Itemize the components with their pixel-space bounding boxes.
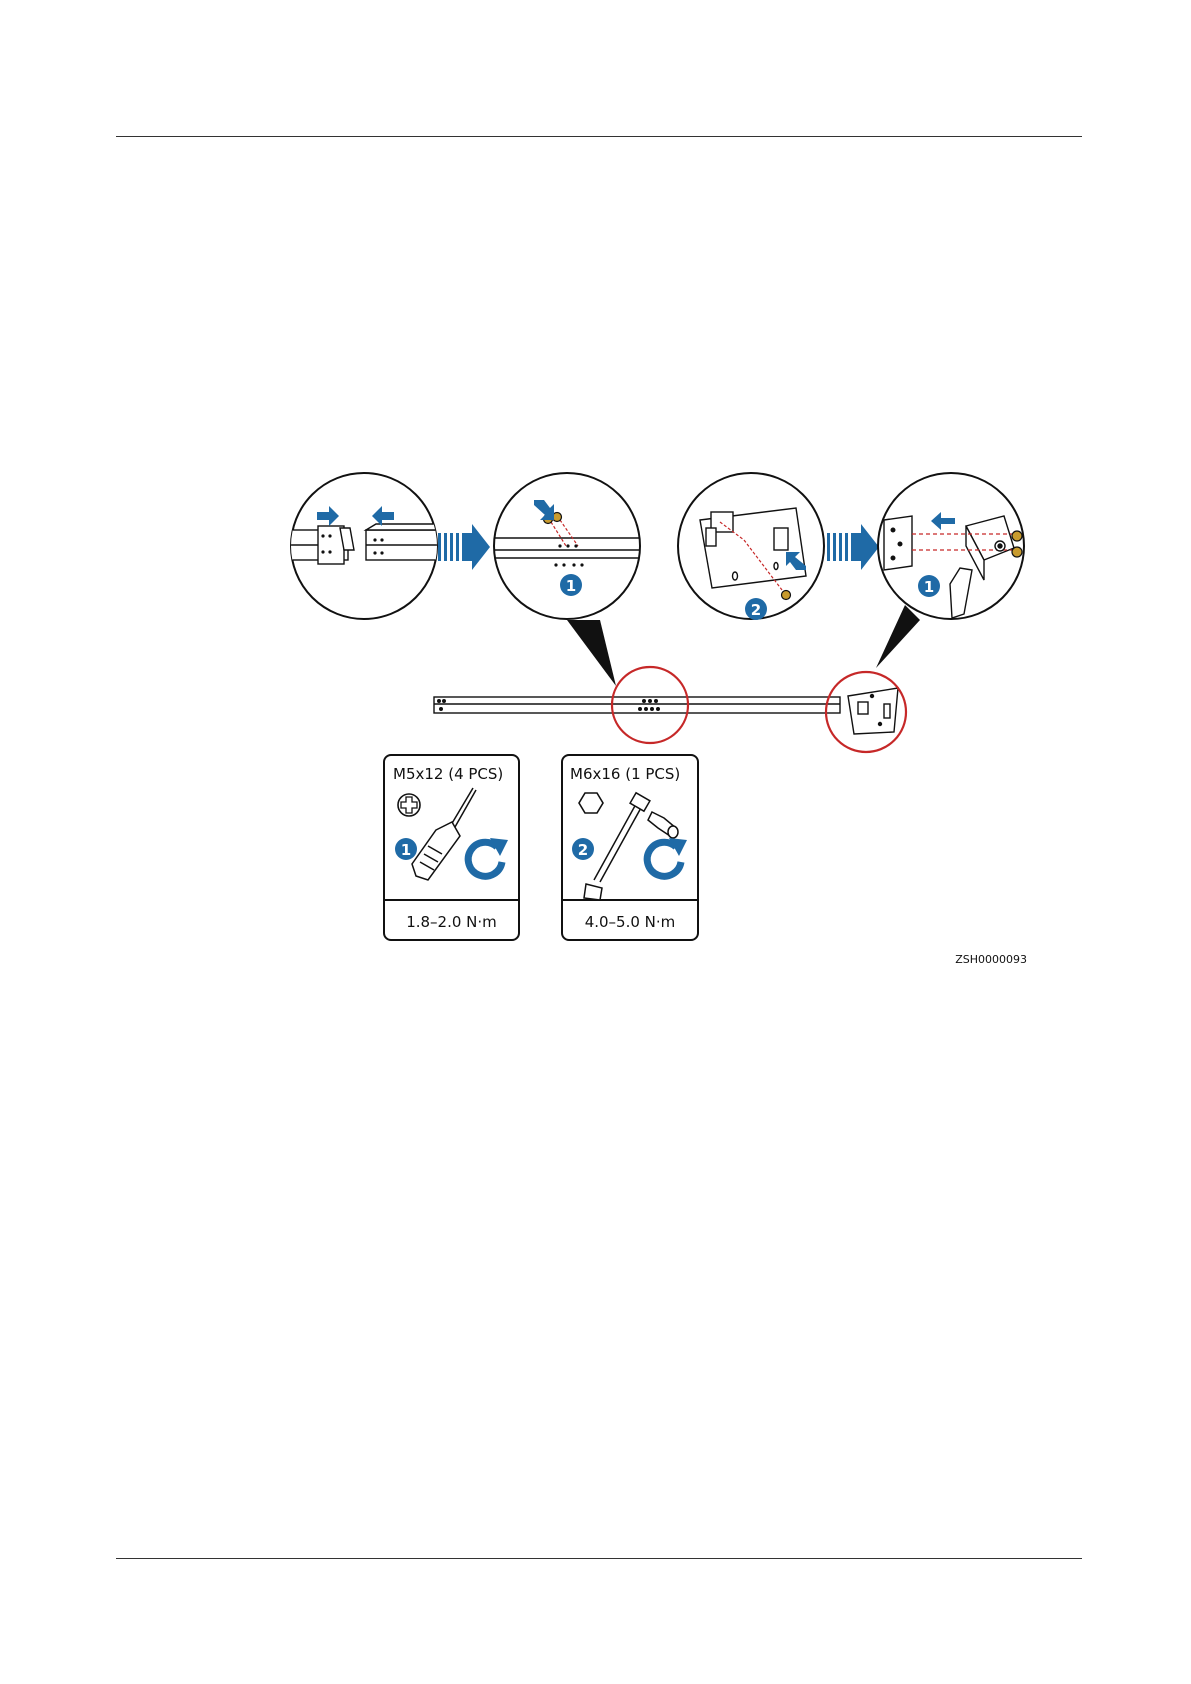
step-badge: 1: [395, 838, 417, 860]
screw-spec-label: M5x12 (4 PCS): [393, 765, 503, 783]
tool-box-2: M6x16 (1 PCS) 2 4.0–5.0 N·m: [562, 755, 698, 940]
transition-arrow-icon: [827, 524, 879, 570]
step-number: 1: [566, 577, 576, 595]
step-number: 2: [578, 841, 588, 859]
step-badge: 2: [572, 838, 594, 860]
screw-icon: [782, 591, 791, 600]
detail-circle-bracket-mount: 1: [878, 473, 1024, 619]
detail-circle-plate-bracket: 2: [678, 473, 824, 620]
detail-circle-rail-screws: 1: [490, 473, 650, 619]
transition-arrow-icon: [438, 524, 490, 570]
callout-wedge: [567, 620, 616, 686]
step-badge: 2: [745, 598, 767, 620]
step-number: 1: [401, 841, 411, 859]
step-number: 1: [924, 578, 934, 596]
step-badge: 1: [560, 574, 582, 596]
step-number: 2: [751, 601, 761, 619]
screw-spec-label: M6x16 (1 PCS): [570, 765, 680, 783]
detail-circle-rail-alignment: [280, 473, 446, 619]
callout-wedge: [876, 605, 920, 668]
step-badge: 1: [918, 575, 940, 597]
hexagon-head-icon: [579, 793, 603, 813]
torque-value: 1.8–2.0 N·m: [406, 913, 497, 931]
tool-box-1: M5x12 (4 PCS) 1 1.8–2.0 N·m: [384, 755, 519, 940]
figure-id-code: ZSH0000093: [955, 953, 1027, 966]
torque-value: 4.0–5.0 N·m: [585, 913, 676, 931]
phillips-cross-icon: [398, 794, 420, 816]
